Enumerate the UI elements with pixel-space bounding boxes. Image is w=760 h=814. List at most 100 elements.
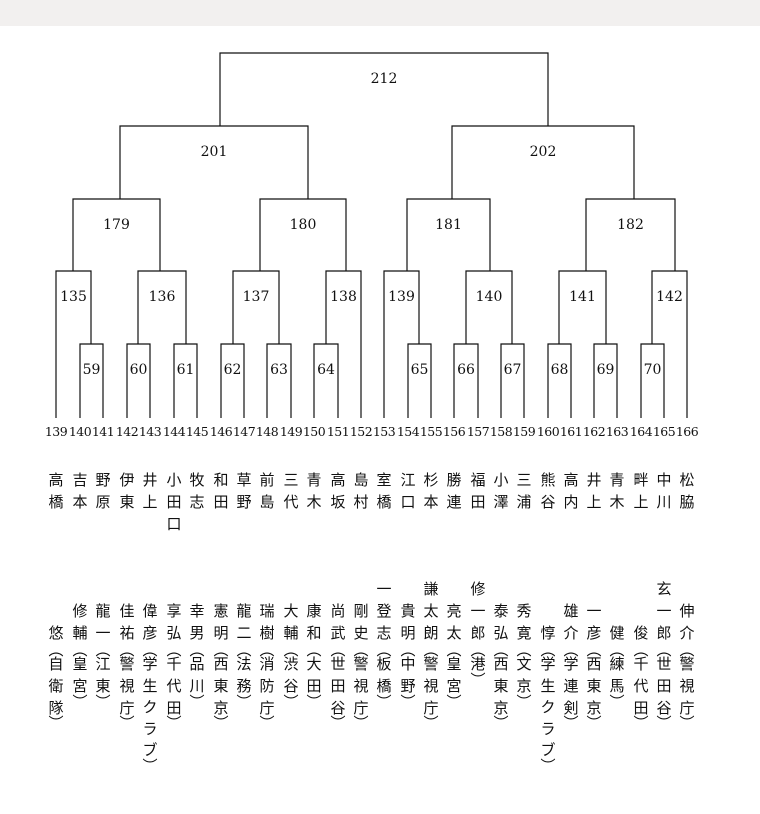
entry-surname: 草野 xyxy=(236,471,252,511)
entry-given-name: 雄介 xyxy=(563,601,579,642)
entry-given-name: 大輔 xyxy=(283,601,299,642)
bracket-line xyxy=(232,270,280,344)
bracket-match-67: 67 xyxy=(500,343,525,418)
bracket-match-70: 70 xyxy=(640,343,665,418)
match-number: 202 xyxy=(530,144,557,160)
entry-given-name: 一登志 xyxy=(376,580,392,642)
entry-given-name: 享弘 xyxy=(166,601,182,642)
entry-surname: 島村 xyxy=(353,471,369,511)
entry-number: 145 xyxy=(185,424,209,439)
entry-number: 150 xyxy=(302,424,326,439)
bracket-match-61: 61 xyxy=(173,343,198,418)
entry-given-name: 秀寛 xyxy=(516,601,532,642)
match-number: 136 xyxy=(149,289,176,305)
entry-given-name: 謙太朗 xyxy=(423,580,439,642)
entry-affiliation: ︵港︶ xyxy=(470,641,486,689)
entry-affiliation: ︵世田谷︶ xyxy=(330,641,346,733)
match-number: 61 xyxy=(177,362,195,378)
entry-surname: 杉本 xyxy=(423,471,439,511)
bracket-line xyxy=(126,343,151,418)
bracket-match-64: 64 xyxy=(313,343,339,418)
bracket-line xyxy=(72,198,161,271)
entry-surname: 高坂 xyxy=(330,471,346,511)
match-number: 135 xyxy=(60,289,87,305)
match-number: 139 xyxy=(388,289,415,305)
entry-given-name: 偉彦 xyxy=(142,601,158,642)
entry-surname: 牧志 xyxy=(189,471,205,511)
entry-number: 151 xyxy=(326,424,350,439)
entry-affiliation: ︵警視庁︶ xyxy=(679,641,695,733)
entry-number: 141 xyxy=(91,424,115,439)
entry-given-name: 泰弘 xyxy=(493,601,509,642)
bracket-match-69: 69 xyxy=(593,343,618,418)
match-number: 212 xyxy=(371,71,398,87)
bracket-line xyxy=(259,198,347,271)
entry-number: 148 xyxy=(255,424,279,439)
match-number: 70 xyxy=(644,362,662,378)
entry-affiliation: ︵西東京︶ xyxy=(493,641,509,733)
bracket-line xyxy=(79,343,104,418)
entry-affiliation: ︵法務︶ xyxy=(236,641,252,711)
entry-affiliation: ︵中野︶ xyxy=(400,641,416,711)
entry-affiliation: ︵学生クラブ︶ xyxy=(142,641,158,775)
entry-number: 146 xyxy=(209,424,233,439)
bracket-line xyxy=(219,52,549,126)
match-number: 182 xyxy=(617,217,644,233)
match-number: 60 xyxy=(130,362,148,378)
entry-given-name: 佳祐 xyxy=(119,601,135,642)
entry-given-name: 龍二 xyxy=(236,601,252,642)
entry-affiliation: ︵品川︶ xyxy=(189,641,205,711)
entry-surname: 高内 xyxy=(563,471,579,511)
entry-number: 160 xyxy=(536,424,560,439)
match-number: 141 xyxy=(569,289,596,305)
entry-surname: 青木 xyxy=(306,471,322,511)
bracket-line xyxy=(651,270,688,418)
entry-given-name: 尚武 xyxy=(330,601,346,642)
entry-given-name: 憲明 xyxy=(213,601,229,642)
entry-number: 144 xyxy=(162,424,186,439)
bracket-line xyxy=(173,343,198,418)
bracket-match-181: 181 xyxy=(406,198,491,271)
entry-surname: 三代 xyxy=(283,471,299,511)
bracket-match-201: 201 xyxy=(119,125,309,199)
entry-affiliation: ︵消防庁︶ xyxy=(259,641,275,733)
entry-affiliation: ︵大田︶ xyxy=(306,641,322,711)
bracket-line xyxy=(585,198,676,271)
entry-affiliation: ︵西東京︶ xyxy=(586,641,602,733)
entry-given-name: 伸介 xyxy=(679,601,695,642)
entry-affiliation: ︵自衛隊︶ xyxy=(48,641,64,733)
entry-surname: 野原 xyxy=(95,471,111,511)
entry-given-name: 亮太 xyxy=(446,601,462,642)
entry-number: 157 xyxy=(466,424,490,439)
match-number: 66 xyxy=(457,362,475,378)
match-number: 180 xyxy=(290,217,317,233)
entry-affiliation: ︵皇宮︶ xyxy=(72,641,88,711)
entry-number: 152 xyxy=(349,424,373,439)
entry-given-name: 健 xyxy=(609,623,625,642)
entry-number: 164 xyxy=(629,424,653,439)
entry-number: 156 xyxy=(442,424,466,439)
entry-given-name: 剛史 xyxy=(353,601,369,642)
entry-affiliation: ︵警視庁︶ xyxy=(119,641,135,733)
bracket-match-141: 141 xyxy=(558,270,607,344)
entry-given-name: 俊 xyxy=(633,623,649,642)
bracket-line xyxy=(266,343,292,418)
entry-affiliation: ︵渋谷︶ xyxy=(283,641,299,711)
entry-number: 158 xyxy=(489,424,513,439)
entry-surname: 室橋 xyxy=(376,471,392,511)
bracket-match-66: 66 xyxy=(453,343,479,418)
entry-surname: 小澤 xyxy=(493,471,509,511)
bracket-line xyxy=(119,125,309,199)
bracket-match-138: 138 xyxy=(325,270,362,418)
match-number: 65 xyxy=(411,362,429,378)
bracket-line xyxy=(640,343,665,418)
bracket-line xyxy=(453,343,479,418)
entry-surname: 和田 xyxy=(213,471,229,511)
match-number: 140 xyxy=(476,289,503,305)
entry-affiliation: ︵練馬︶ xyxy=(609,641,625,711)
bracket-match-182: 182 xyxy=(585,198,676,271)
match-number: 137 xyxy=(243,289,270,305)
entry-affiliation: ︵文京︶ xyxy=(516,641,532,711)
entry-affiliation: ︵学連剣︶ xyxy=(563,641,579,733)
